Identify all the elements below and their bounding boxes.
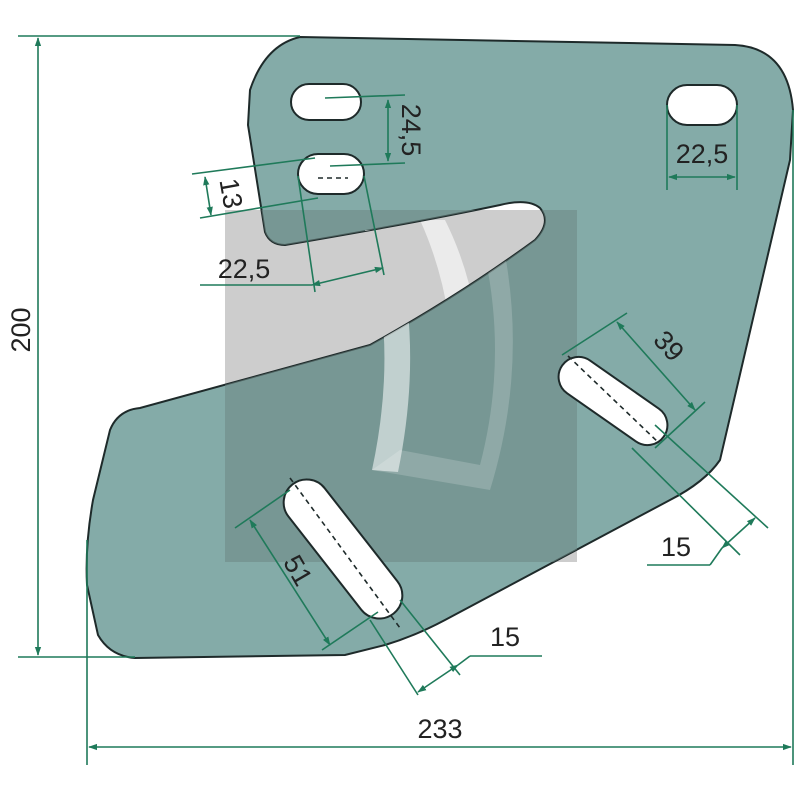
label-top-slot-length-left: 22,5	[218, 254, 271, 284]
slot-centerlines	[289, 177, 661, 629]
label-top-slot-width: 13	[213, 176, 248, 211]
slot-top-left-upper	[290, 83, 362, 121]
dimension-top-slot-width: 13	[191, 157, 319, 219]
dimension-top-slot-length-left: 22,5	[200, 175, 385, 293]
label-overall-width: 233	[417, 714, 462, 744]
label-top-slots-spacing: 24,5	[396, 104, 426, 157]
dimension-top-slots-spacing: 24,5	[324, 94, 426, 167]
dimension-lower-slot-width: 15	[369, 599, 542, 696]
label-right-slot-width: 15	[661, 532, 691, 562]
dimension-overall-height: 200	[6, 35, 300, 658]
label-lower-slot-width: 15	[490, 622, 520, 652]
slot-top-left-lower	[297, 153, 365, 195]
dimension-right-slot-width: 15	[631, 424, 769, 566]
dimension-overall-width: 233	[86, 110, 794, 765]
slot-top-right	[666, 84, 738, 126]
label-top-slot-length-right: 22,5	[676, 139, 729, 169]
label-overall-height: 200	[6, 307, 36, 352]
dimension-top-slot-length-right: 22,5	[666, 105, 738, 190]
